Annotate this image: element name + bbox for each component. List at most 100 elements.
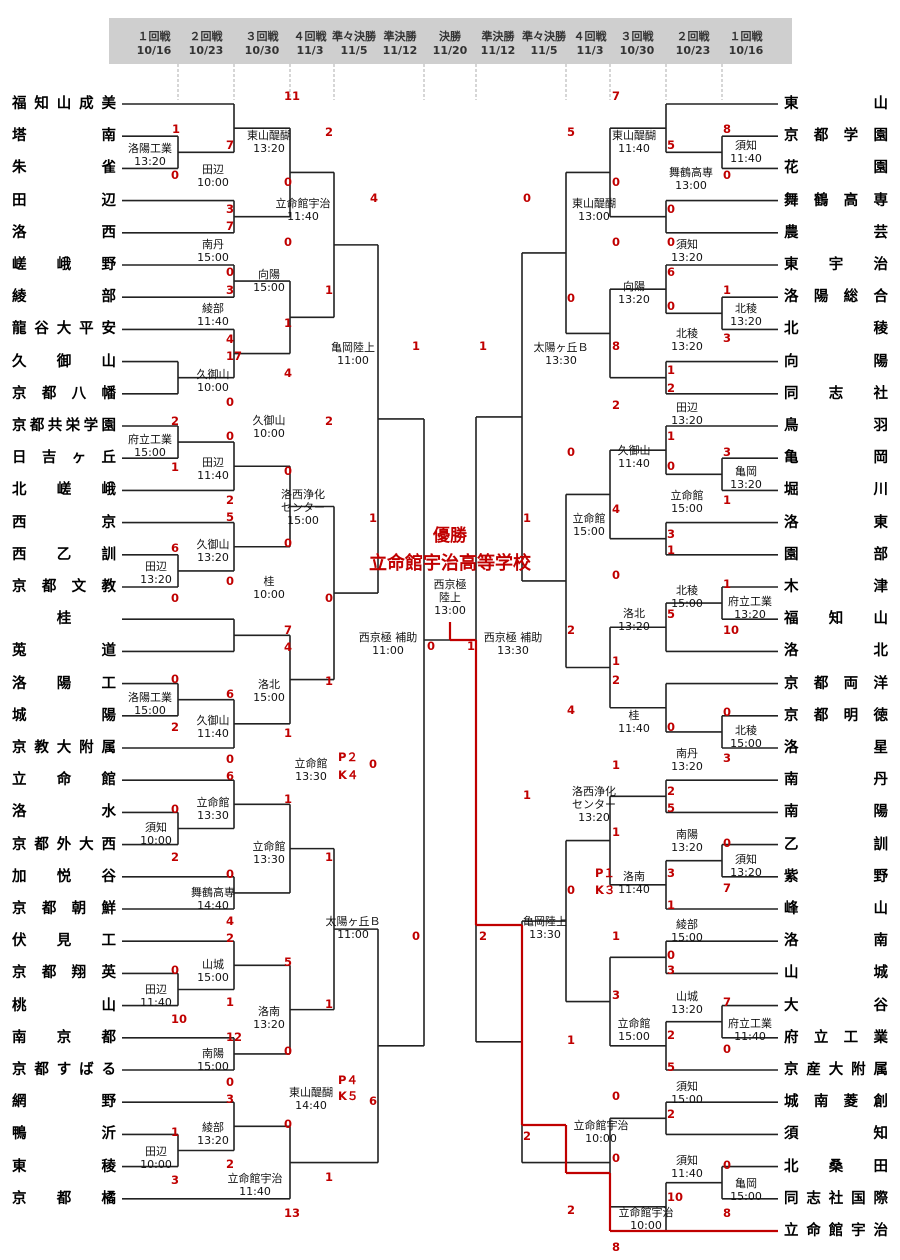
venue-line: 10:00 — [197, 381, 229, 394]
team-char: 館 — [101, 772, 117, 789]
score-81: 0 — [612, 235, 621, 249]
score-44: 2 — [171, 850, 180, 864]
venue-line: 13:20 — [671, 251, 703, 264]
team-char: 社 — [873, 385, 889, 402]
venue-line: 亀岡 — [735, 1177, 757, 1190]
score-113: 1 — [523, 788, 532, 802]
score-94: 3 — [723, 445, 732, 459]
score-60: 0 — [284, 1117, 293, 1131]
team-char: 訓 — [101, 546, 117, 563]
score-15: 1 — [412, 339, 421, 353]
right-team-16: 福知山 — [784, 610, 888, 628]
score-0: 11 — [284, 89, 301, 103]
left-team-22: 洛水 — [12, 803, 116, 821]
team-char: 京 — [784, 707, 799, 724]
venue-line: 綾部 — [202, 1121, 224, 1134]
venue-line: 田辺 — [676, 401, 698, 414]
score-7: 4 — [370, 191, 379, 205]
venue-line: 綾部 — [676, 918, 698, 931]
score-137: 0 — [612, 1151, 621, 1165]
right-team-14: 園部 — [784, 546, 888, 564]
left-team-26: 伏見工 — [12, 932, 116, 950]
right-team-11: 亀岡 — [784, 449, 888, 467]
left-team-28: 桃山 — [12, 997, 116, 1015]
venue-line: 11:40 — [618, 142, 650, 155]
team-char: 陽 — [873, 804, 889, 821]
score-71: 1 — [467, 639, 476, 653]
score-123: 1 — [667, 898, 676, 912]
round-date: 10/30 — [619, 44, 655, 57]
score-109: 0 — [723, 705, 732, 719]
score-6: 3 — [226, 202, 235, 216]
venue-line: 11:00 — [337, 354, 369, 367]
team-char: 京 — [12, 385, 27, 402]
team-char: 洛 — [12, 804, 27, 821]
round-date: 10/16 — [728, 44, 764, 57]
team-char: 知 — [34, 96, 49, 112]
team-char: 西 — [101, 836, 117, 853]
team-char: 合 — [873, 289, 888, 306]
venue-line: 10:00 — [140, 834, 172, 847]
venue-line: 綾部 — [202, 302, 224, 315]
round-date: 10/16 — [136, 44, 172, 57]
score-28: 6 — [171, 541, 180, 555]
venue-line: 10:00 — [140, 1158, 172, 1171]
venue-line: 15:00 — [618, 1030, 650, 1043]
score-62: 2 — [226, 1157, 235, 1171]
team-char: 栄 — [65, 418, 81, 434]
team-char: 見 — [56, 933, 72, 950]
venue-line: 向陽 — [623, 280, 645, 293]
right-team-35: 立命館宇治 — [784, 1222, 888, 1240]
score-128: 3 — [612, 988, 621, 1002]
score-3: 2 — [325, 125, 334, 139]
venue-line: 13:20 — [578, 811, 610, 824]
team-char: 共 — [47, 418, 63, 434]
venue-line: 13:00 — [434, 604, 466, 617]
left-team-8: 久御山 — [12, 353, 116, 371]
team-char: 南 — [784, 804, 799, 821]
venue-line: 久御山 — [252, 414, 286, 427]
venue-line: 立命館宇治 — [618, 1206, 674, 1219]
score-58: 6 — [369, 1094, 378, 1108]
venue-line: 10:00 — [585, 1132, 617, 1145]
team-char: 久 — [12, 353, 27, 370]
team-char: 菱 — [843, 1094, 859, 1111]
venue-line: 13:30 — [529, 928, 561, 941]
team-char: 加 — [12, 868, 27, 885]
score-23: 0 — [284, 464, 293, 478]
team-char: 都 — [56, 1190, 72, 1207]
team-char: 際 — [873, 1190, 889, 1207]
team-char: 館 — [828, 1223, 844, 1239]
score-89: 1 — [667, 363, 676, 377]
team-char: 八 — [71, 385, 87, 402]
score-77: 0 — [612, 175, 621, 189]
score-122: 7 — [723, 881, 732, 895]
team-char: 舞 — [784, 192, 799, 209]
score-101: 0 — [612, 568, 621, 582]
team-char: 外 — [56, 836, 72, 853]
score-138: 0 — [723, 1158, 732, 1172]
team-char: 須 — [784, 1126, 799, 1143]
team-char: 東 — [784, 96, 799, 112]
left-team-1: 塔南 — [12, 127, 116, 145]
team-char: 訓 — [873, 836, 889, 853]
venue-line: 13:20 — [671, 841, 703, 854]
team-char: 都 — [813, 675, 829, 692]
score-40: 0 — [369, 757, 378, 771]
venue-line: 洛北 — [258, 678, 280, 691]
